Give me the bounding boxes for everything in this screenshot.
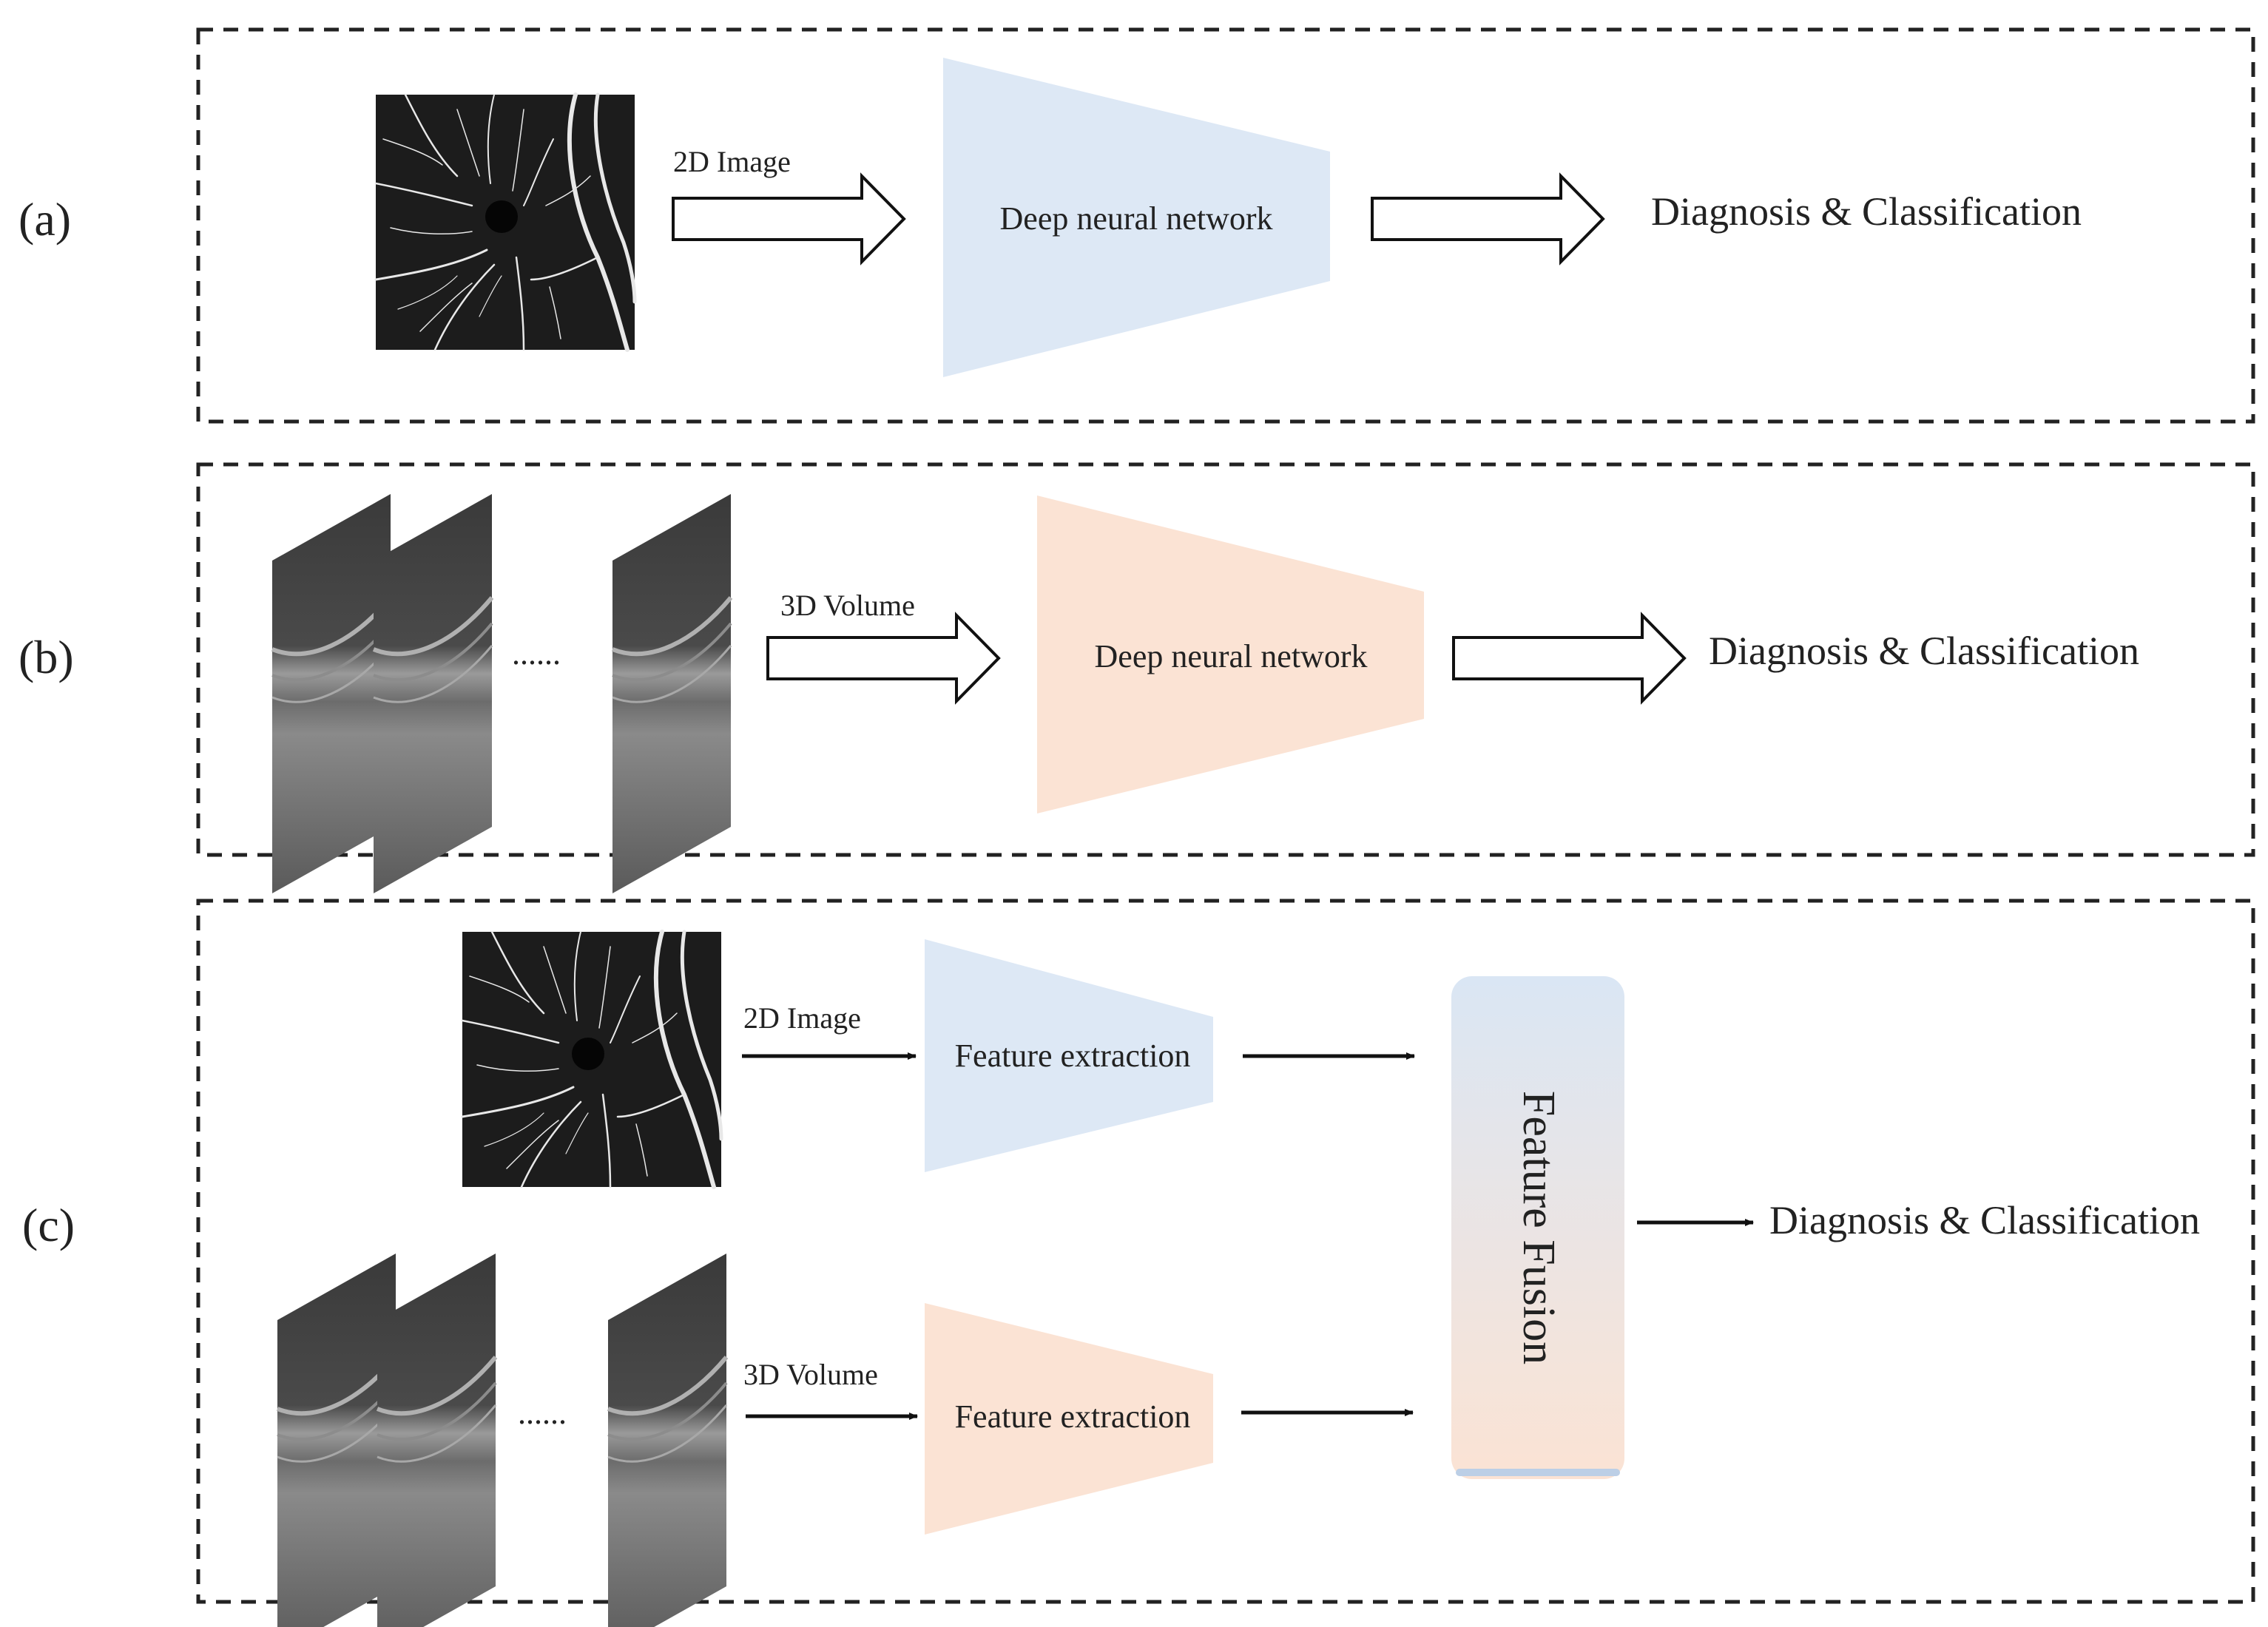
panel-c-bottom-arrow-label: 3D Volume [743,1358,878,1391]
oct-slice-c-3 [608,1254,726,1627]
deep-neural-network-a [943,58,1330,377]
panel-a-network-label: Deep neural network [1000,200,1273,237]
panel-a-border [196,27,2255,424]
panel-b: (b) ...... 3D Volume Deep neural network… [18,462,2255,893]
feature-extractor-2d [925,939,1213,1172]
panel-c-ellipsis: ...... [518,1395,567,1431]
deep-neural-network-b [1037,495,1424,814]
oct-slice-b-1 [272,494,391,893]
panel-c-output-label: Diagnosis & Classification [1769,1198,2200,1242]
panel-a: (a) 2D Image Deep neural network Diagnos… [18,27,2255,424]
panel-c-top-arrow-label: 2D Image [743,1001,861,1035]
feature-extractor-3d [925,1303,1213,1535]
panel-b-network-label: Deep neural network [1095,638,1368,674]
panel-b-border [196,462,2255,857]
panel-c-border [196,899,2255,1604]
hollow-arrow-b-input [766,612,1001,705]
panel-a-label: (a) [18,193,71,246]
hollow-arrow-a-output [1371,172,1605,265]
oct-slice-b-3 [612,494,731,893]
panel-b-label: (b) [18,631,74,683]
panel-c-label: (c) [22,1199,75,1251]
panel-a-arrow-label: 2D Image [673,145,791,178]
oct-slice-b-2 [374,494,492,893]
panel-b-output-label: Diagnosis & Classification [1709,629,2139,673]
panel-b-arrow-label: 3D Volume [780,589,915,622]
feature-fusion-block [1451,976,1624,1479]
panel-c-bottom-extractor-label: Feature extraction [955,1398,1191,1435]
panel-c-top-extractor-label: Feature extraction [955,1038,1191,1074]
feature-fusion-label: Feature Fusion [1513,1091,1564,1364]
angiography-image-c [462,932,721,1187]
panel-b-ellipsis: ...... [512,635,561,672]
angiography-image-a [376,95,635,350]
feature-fusion-base [1456,1469,1620,1476]
panel-c: (c) 2D Image Feature extraction ...... 3… [22,899,2255,1627]
hollow-arrow-a-input [672,172,906,265]
panel-a-output-label: Diagnosis & Classification [1651,189,2082,234]
hollow-arrow-b-output [1452,612,1687,705]
